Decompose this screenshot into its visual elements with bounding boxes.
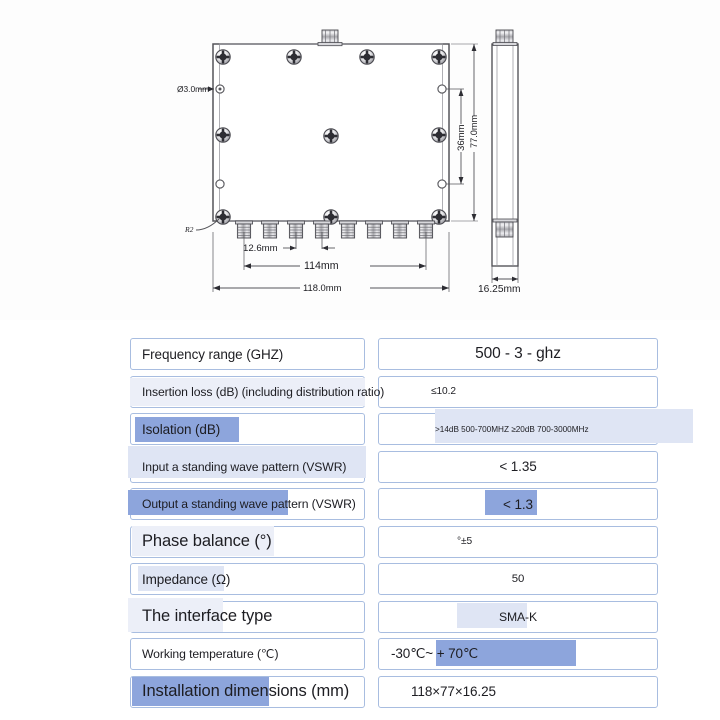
spec-label-cell: Input a standing wave pattern (VSWR) — [130, 450, 365, 483]
spec-value: SMA-K — [498, 609, 538, 624]
spec-value-cell: 50 — [378, 563, 658, 595]
spec-label: Insertion loss (dB) (including distribut… — [142, 384, 385, 399]
table-row: Installation dimensions (mm) 118×77×16.2… — [130, 675, 658, 708]
table-row: Working temperature (℃) -30℃~ + 70℃ — [130, 638, 658, 670]
spec-label: Working temperature (℃) — [142, 647, 279, 661]
spec-value: 50 — [511, 573, 525, 585]
spec-label: Installation dimensions (mm) — [142, 682, 350, 700]
spec-label: The interface type — [142, 607, 273, 625]
table-row: Impedance (Ω) 50 — [130, 563, 658, 595]
spec-value: 118×77×16.25 — [411, 684, 496, 699]
dimension-overall-width: 118.0mm — [212, 232, 450, 293]
spec-label: Phase balance (°) — [142, 532, 272, 550]
thickness-dimension-label: 16.25mm — [478, 284, 520, 295]
side-view — [491, 29, 519, 267]
spec-label-cell: Impedance (Ω) — [130, 563, 365, 595]
spec-label: Frequency range (GHZ) — [142, 346, 284, 362]
spec-value-cell: °±5 — [378, 525, 658, 558]
radius-label: R2 — [184, 225, 194, 234]
span-dimension-label: 114mm — [304, 260, 339, 272]
spec-label: Isolation (dB) — [142, 421, 221, 437]
dimension-inner-height: 36mm — [446, 88, 467, 185]
inner-height-dimension-label: 36mm — [456, 124, 467, 151]
table-row: Output a standing wave pattern (VSWR) < … — [128, 488, 658, 520]
spec-value-cell: SMA-K — [378, 600, 658, 633]
hole-diameter-annotation: Ø3.0mm — [177, 84, 214, 94]
spec-value-cell: -30℃~ + 70℃ — [378, 638, 658, 670]
spec-label-cell: Insertion loss (dB) (including distribut… — [130, 375, 384, 408]
spec-value-cell: 500 - 3 - ghz — [378, 338, 658, 370]
spec-label: Impedance (Ω) — [142, 571, 231, 587]
spec-label-cell: Phase balance (°) — [130, 525, 365, 558]
technical-drawing-panel: Ø3.0mm R2 12.6mm 114mm — [0, 0, 720, 320]
spec-label-cell: Output a standing wave pattern (VSWR) — [130, 488, 365, 520]
spec-label-cell: The interface type — [130, 600, 365, 633]
spec-value: ≤10.2 — [431, 386, 456, 397]
spec-value: < 1.35 — [499, 459, 537, 474]
overall-width-dimension-label: 118.0mm — [303, 282, 342, 293]
table-row: Frequency range (GHZ) 500 - 3 - ghz — [130, 338, 658, 370]
radius-annotation: R2 — [184, 218, 220, 234]
dimension-thickness: 16.25mm — [478, 266, 520, 295]
mechanical-drawing-svg: Ø3.0mm R2 12.6mm 114mm — [177, 29, 520, 295]
dimension-overall-height: 77.0mm — [451, 43, 479, 222]
pitch-dimension-label: 12.6mm — [243, 243, 278, 254]
specification-table: Frequency range (GHZ) 500 - 3 - ghz Inse… — [128, 338, 693, 713]
table-row: The interface type SMA-K — [128, 597, 658, 633]
spec-value-cell: ≤10.2 — [378, 375, 658, 408]
spec-label-cell: Working temperature (℃) — [130, 638, 365, 670]
table-row: Insertion loss (dB) (including distribut… — [130, 375, 658, 408]
spec-value-cell: 118×77×16.25 — [378, 675, 658, 708]
spec-value: 500 - 3 - ghz — [475, 345, 561, 362]
spec-label-cell: Isolation (dB) — [130, 413, 365, 445]
spec-value-cell: < 1.35 — [378, 450, 658, 483]
hole-diameter-label: Ø3.0mm — [177, 84, 209, 94]
table-row: Isolation (dB) >14dB 500-700MHZ ≥20dB 70… — [130, 409, 693, 445]
spec-label-cell: Installation dimensions (mm) — [130, 675, 365, 708]
spec-label: Input a standing wave pattern (VSWR) — [142, 459, 347, 474]
spec-value: °±5 — [457, 536, 473, 547]
input-connector-top — [317, 29, 343, 47]
dimension-pitch: 12.6mm — [243, 232, 335, 254]
spec-value-cell: >14dB 500-700MHZ ≥20dB 700-3000MHz — [378, 413, 658, 445]
spec-label: Output a standing wave pattern (VSWR) — [142, 497, 356, 511]
spec-value: >14dB 500-700MHZ ≥20dB 700-3000MHz — [435, 424, 589, 434]
overall-height-dimension-label: 77.0mm — [469, 114, 479, 148]
spec-value: < 1.3 — [503, 496, 533, 512]
table-row: Phase balance (°) °±5 — [130, 525, 658, 558]
spec-value: -30℃~ + 70℃ — [391, 646, 479, 661]
spec-label-cell: Frequency range (GHZ) — [130, 338, 365, 370]
spec-value-cell: < 1.3 — [378, 488, 658, 520]
table-row: Input a standing wave pattern (VSWR) < 1… — [128, 445, 658, 483]
dimension-span: 114mm — [243, 232, 427, 272]
